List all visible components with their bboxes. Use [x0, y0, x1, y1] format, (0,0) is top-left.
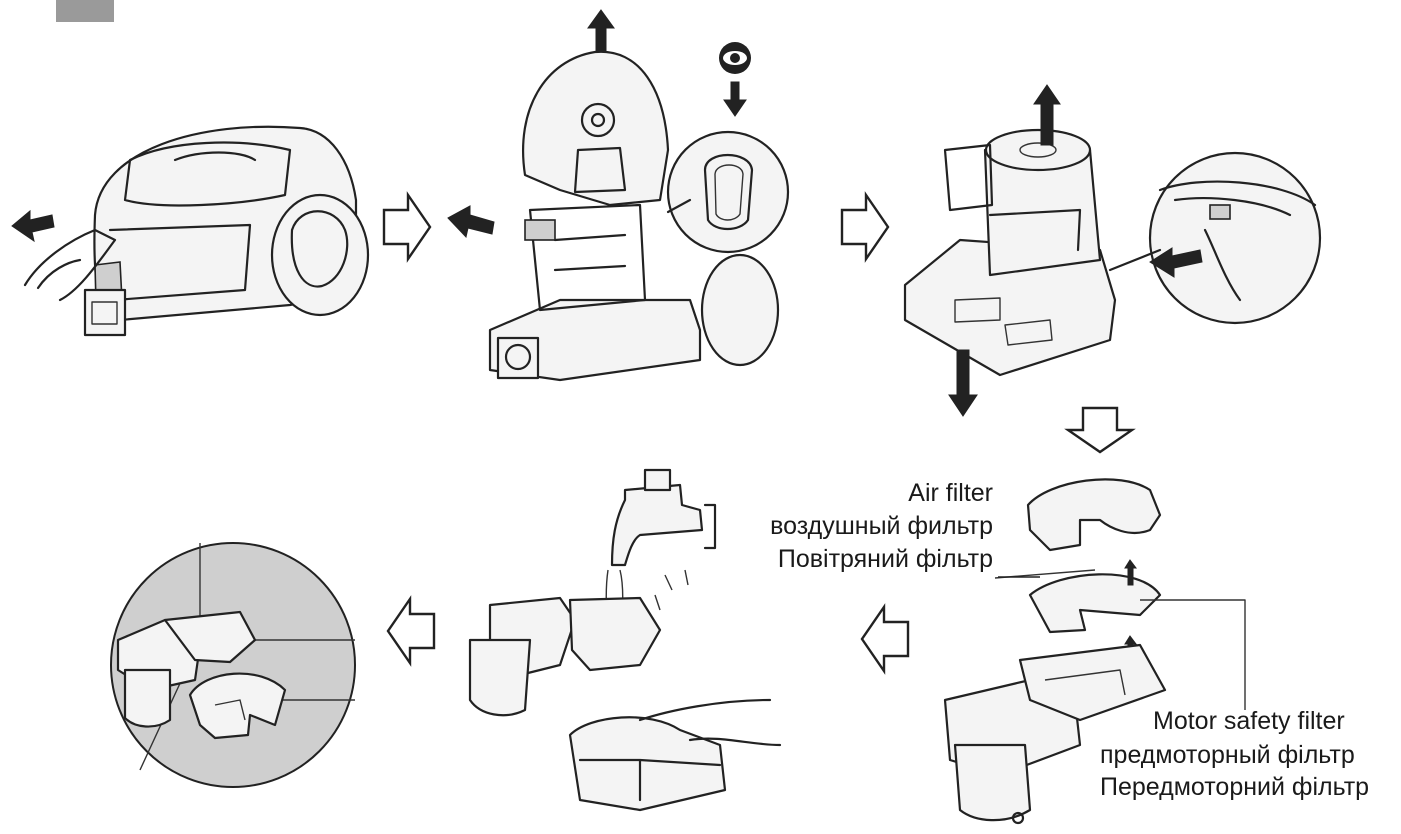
- step-tab-marker: [56, 0, 114, 22]
- hollow-arrow-left-icon: [386, 595, 436, 667]
- air-filter-label-en: Air filter: [908, 479, 993, 507]
- motor-filter-label-ru: предмоторный фільтр: [1100, 741, 1355, 769]
- motor-filter-label-uk: Передмоторний фільтр: [1100, 773, 1370, 801]
- arrow-down-icon: [723, 81, 747, 117]
- arrow-down-icon: [948, 349, 978, 417]
- arrow-up-icon: [1033, 84, 1061, 146]
- hollow-arrow-right-icon: [840, 191, 890, 263]
- washing-illustration: [468, 468, 782, 812]
- dust-container-illustration: [903, 128, 1322, 377]
- air-filter-label-ru: воздушный фильтр: [770, 512, 993, 540]
- open-lid-illustration: [488, 50, 790, 382]
- arrow-left-icon: [1149, 247, 1203, 278]
- arrow-left-icon: [447, 205, 495, 239]
- hollow-arrow-down-icon: [1064, 406, 1136, 454]
- arrow-left-icon: [11, 209, 55, 243]
- air-filter-label-uk: Повітряний фільтр: [777, 545, 993, 573]
- eye-icon: [719, 42, 751, 74]
- hollow-arrow-right-icon: [382, 191, 432, 263]
- motor-filter-label-en: Motor safety filter: [1153, 707, 1345, 735]
- vacuum-cleaner-illustration: [23, 125, 370, 337]
- arrow-up-icon: [587, 9, 615, 53]
- reassembly-detail-illustration: [110, 542, 356, 788]
- filters-removed-illustration: [943, 478, 1246, 825]
- hollow-arrow-left-icon: [860, 603, 910, 675]
